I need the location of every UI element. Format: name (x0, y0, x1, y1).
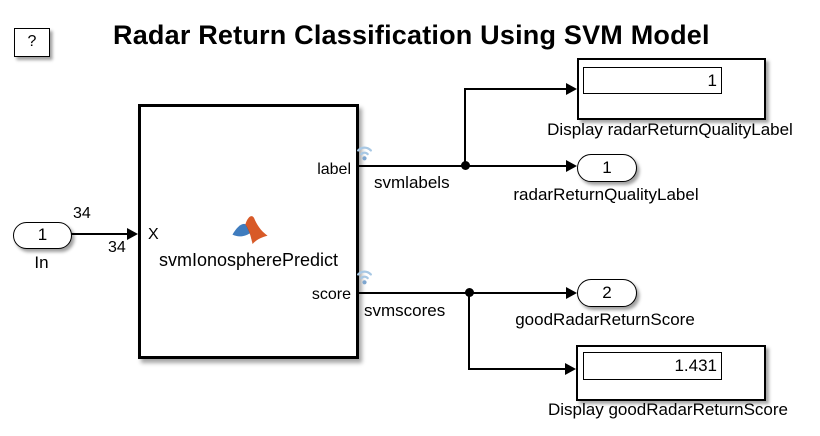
signal-dimension-above: 34 (73, 205, 91, 222)
wire-scores[interactable] (356, 292, 568, 294)
streaming-badge-icon-scores[interactable] (356, 267, 373, 291)
matlab-logo-icon (231, 213, 269, 246)
wire-in[interactable] (71, 233, 129, 235)
arrowhead-outport1 (566, 160, 577, 172)
wire-scores-branch-vertical[interactable] (468, 292, 470, 370)
outport-name: radarReturnQualityLabel (513, 185, 699, 204)
display-block-name: Display radarReturnQualityLabel (547, 120, 793, 139)
input-port-label: X (148, 226, 159, 243)
output-port-label-top: label (317, 161, 351, 178)
inport-name: In (34, 253, 49, 272)
outport-block-good-score[interactable]: 2 (577, 279, 637, 307)
arrowhead-in (127, 228, 138, 240)
display-value: 1 (583, 67, 722, 94)
signal-name-svmscores[interactable]: svmscores (364, 301, 446, 320)
display-value: 1.431 (583, 352, 722, 380)
streaming-badge-icon-labels[interactable] (356, 143, 373, 167)
model-title: Radar Return Classification Using SVM Mo… (113, 20, 710, 50)
svm-predict-block[interactable]: X label score svmIonospherePredict (138, 104, 359, 359)
outport-name: goodRadarReturnScore (515, 310, 695, 329)
inport-block[interactable]: 1 (13, 222, 72, 249)
outport-block-quality-label[interactable]: 1 (577, 154, 637, 182)
wire-labels-branch-vertical[interactable] (464, 88, 466, 167)
arrowhead-outport2 (566, 287, 577, 299)
arrowhead-display1 (566, 83, 577, 95)
signal-dimension-below: 34 (108, 239, 126, 256)
display-block-name: Display goodRadarReturnScore (547, 400, 789, 419)
display-block-quality-label[interactable]: 1 (577, 58, 766, 120)
wire-labels-to-display[interactable] (465, 88, 568, 90)
display-block-good-score[interactable]: 1.431 (576, 345, 766, 401)
signal-name-svmlabels[interactable]: svmlabels (374, 173, 450, 192)
wire-scores-to-display[interactable] (469, 368, 567, 370)
block-name: svmIonospherePredict (158, 250, 339, 270)
output-port-label-bottom: score (311, 286, 351, 303)
arrowhead-display2 (565, 363, 576, 375)
help-block[interactable]: ? (14, 28, 50, 57)
